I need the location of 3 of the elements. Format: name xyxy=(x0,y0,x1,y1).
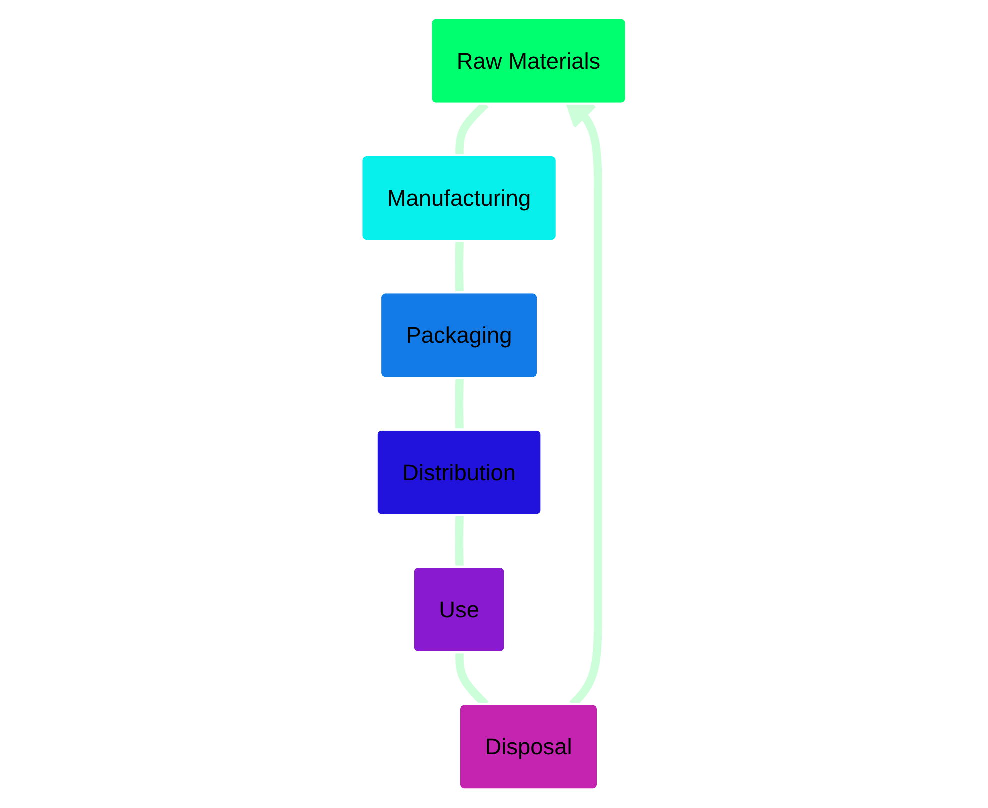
connector xyxy=(455,241,464,294)
connector xyxy=(455,378,464,430)
connector xyxy=(455,516,464,568)
